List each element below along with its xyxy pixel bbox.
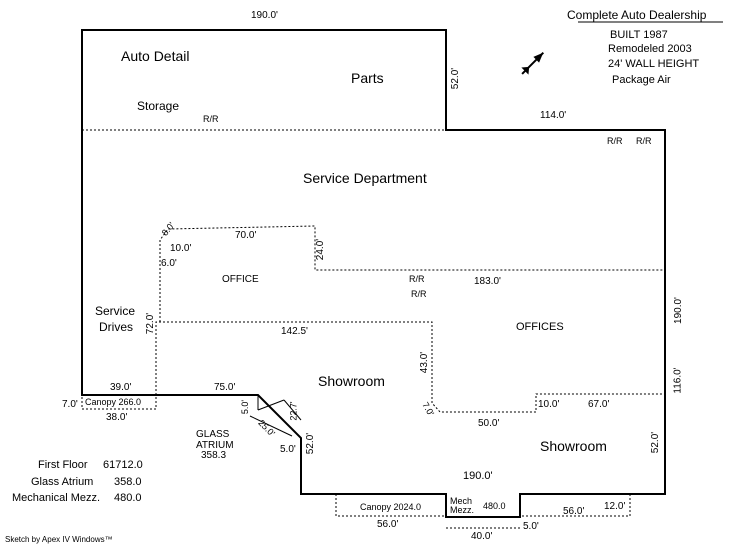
dim-atrium-52: 52.0' [305, 432, 317, 455]
restroom-label: R/R [409, 274, 425, 284]
dim-showroom-div: 43.0' [419, 351, 431, 374]
dim-left-75: 75.0' [214, 382, 236, 393]
glass-atrium-label-line1: GLASS [196, 429, 230, 440]
area-auto-detail: Auto Detail [121, 48, 190, 64]
restroom-label: R/R [607, 136, 623, 146]
canopy-left [81, 394, 157, 410]
summary-label: Glass Atrium [31, 476, 94, 488]
dim-right-low: 116.0' [672, 367, 684, 394]
mech-area: 480.0 [483, 501, 506, 511]
dealership-title: Complete Auto Dealership [567, 8, 707, 22]
dim-left-39: 39.0' [110, 382, 132, 393]
dim-bottom: 190.0' [463, 470, 493, 482]
dim-right-upper: 52.0' [450, 67, 462, 90]
dim-top: 190.0' [251, 10, 278, 21]
atrium-line-2 [257, 399, 285, 411]
area-showroom-lower: Showroom [540, 438, 607, 454]
summary-value: 358.0 [114, 476, 142, 488]
area-service-drives-line1: Service [95, 304, 136, 318]
area-parts: Parts [351, 70, 384, 86]
dim-step: 114.0' [540, 110, 567, 121]
dim-office-small: 10.0' [170, 243, 192, 254]
building-outline [81, 29, 666, 518]
dim-atrium-5a: 5.0' [240, 399, 251, 415]
summary-label: First Floor [38, 459, 88, 471]
dim-step-67: 67.0' [588, 399, 610, 410]
atrium-line-3 [283, 399, 302, 421]
area-storage: Storage [137, 99, 180, 113]
dim-atrium-5b: 5.0' [280, 444, 296, 455]
dim-canopy-12: 12.0' [604, 501, 626, 512]
summary-value: 480.0 [114, 492, 142, 504]
air-type: Package Air [612, 74, 671, 86]
dim-mech-5: 5.0' [523, 521, 539, 532]
area-offices: OFFICES [516, 321, 564, 333]
showroom-wall [155, 321, 665, 413]
dim-atrium-227: 22.7' [288, 401, 299, 421]
restroom-label: R/R [411, 289, 427, 299]
office-wall [159, 225, 665, 322]
dim-service-drive: 72.0' [145, 312, 157, 335]
summary-label: Mechanical Mezz. [12, 492, 101, 504]
dim-showroom-top: 142.5' [281, 326, 308, 337]
mech-label-line1: Mech [450, 496, 473, 506]
remodeled-year: Remodeled 2003 [608, 43, 692, 55]
dim-corridor: 183.0' [474, 276, 501, 287]
summary-value: 61712.0 [103, 459, 143, 471]
canopy-bottom-label: Canopy 2024.0 [360, 502, 422, 512]
dim-right-side: 190.0' [672, 297, 684, 324]
wall-height: 24' WALL HEIGHT [608, 58, 700, 70]
dim-step-10: 10.0' [538, 399, 560, 410]
dim-canopy-7: 7.0' [62, 399, 78, 410]
glass-atrium-area: 358.3 [201, 450, 227, 461]
canopy-bottom [335, 494, 631, 517]
canopy-left-label: Canopy 266.0 [85, 397, 142, 407]
restroom-label: R/R [203, 114, 219, 124]
dim-office-top: 70.0' [235, 230, 257, 241]
restroom-label: R/R [636, 136, 652, 146]
dim-showroom-bottom: 50.0' [478, 418, 500, 429]
glass-atrium-label-line2: ATRIUM [196, 440, 234, 451]
dim-office-right: 24.0' [315, 238, 327, 261]
dim-right-bottom: 52.0' [650, 431, 662, 454]
software-credit: Sketch by Apex IV Windows™ [5, 535, 113, 544]
dim-canopy-56a: 56.0' [377, 519, 399, 530]
area-showroom-upper: Showroom [318, 373, 385, 389]
dim-office-left: 6.0' [161, 258, 177, 269]
dim-canopy-38: 38.0' [106, 412, 128, 423]
mech-label-line2: Mezz. [450, 505, 475, 515]
dim-canopy-56b: 56.0' [563, 506, 585, 517]
area-service-department: Service Department [303, 170, 427, 186]
area-office: OFFICE [222, 274, 259, 285]
area-service-drives-line2: Drives [99, 320, 134, 334]
built-year: BUILT 1987 [610, 29, 668, 41]
dim-mech-40: 40.0' [471, 531, 493, 542]
north-arrow-icon [521, 51, 545, 75]
atrium-diagonal [249, 415, 293, 437]
